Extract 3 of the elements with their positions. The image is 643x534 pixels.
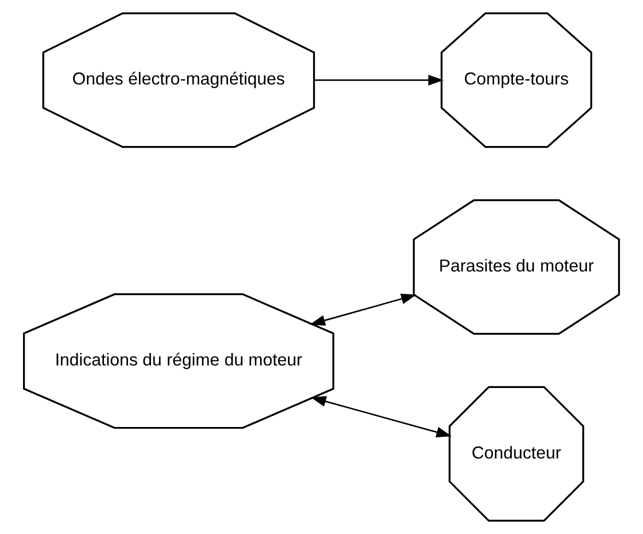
arrow [310, 294, 417, 326]
arrow [310, 396, 452, 438]
arrow [314, 74, 444, 86]
